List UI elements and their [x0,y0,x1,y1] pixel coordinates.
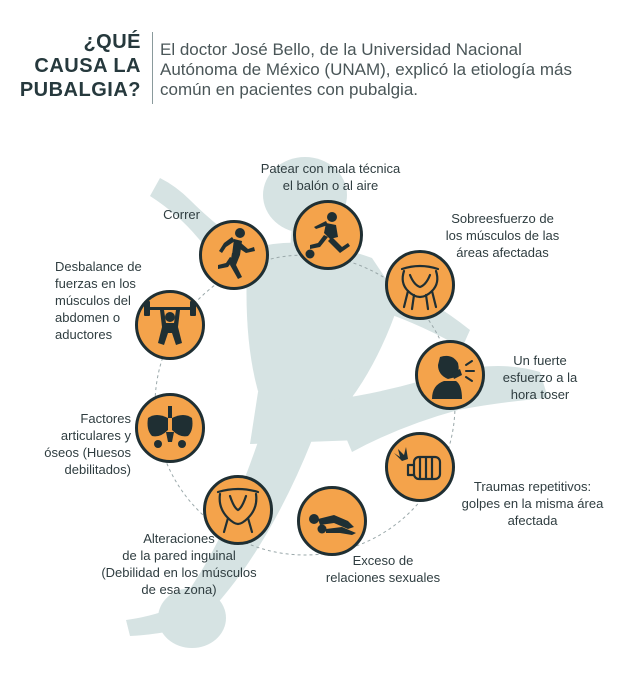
cause-joint-bone [135,393,205,463]
label-line: esfuerzo a la [502,370,578,385]
label-line: fuerzas en los [55,276,136,291]
label-line: Desbalance de [55,259,142,274]
title-line: CAUSA LA [34,55,141,77]
label-repetitive-trauma: Traumas repetitivos: golpes en la misma … [450,478,615,529]
fist-impact-icon [394,447,442,481]
cause-sexual-activity [297,486,367,556]
cause-muscle-overexertion [385,250,455,320]
intro-line: Autónoma de México (UNAM), explicó la et… [160,60,572,79]
label-inguinal-wall: Alteraciones de la pared inguinal (Debil… [94,530,264,598]
label-line: Correr [163,207,200,222]
title-line: PUBALGIA? [19,79,141,101]
label-line: abdomen o [55,310,121,325]
label-line: Alteraciones [143,531,215,546]
kicking-player-icon [305,212,350,259]
label-sexual-activity: Exceso de relaciones sexuales [318,552,448,586]
muscles-pelvis-icon [400,264,440,311]
cause-inguinal-wall [203,475,273,545]
header-divider [152,32,153,104]
label-line: de esa zona) [141,582,217,597]
intro-text: El doctor José Bello, de la Universidad … [160,40,600,100]
label-force-imbalance: Desbalance de fuerzas en los músculos de… [55,258,155,343]
label-line: golpes en la misma área [461,496,604,511]
label-running: Correr [140,206,200,223]
coughing-person-icon [432,355,475,399]
label-line: hora toser [510,387,570,402]
label-line: debilitados) [64,462,132,477]
running-person-icon [218,228,255,279]
label-line: Un fuerte [513,353,567,368]
label-line: Sobreesfuerzo de [451,211,554,226]
label-line: relaciones sexuales [325,570,441,585]
cause-cough [415,340,485,410]
label-line: Factores [80,411,131,426]
label-muscle-overexertion: Sobreesfuerzo de los músculos de las áre… [440,210,565,261]
cause-force-imbalance [135,290,205,360]
title-line: ¿QUÉ [83,31,141,53]
intro-line: El doctor José Bello, de la Universidad … [160,40,522,59]
page-title: ¿QUÉ CAUSA LA PUBALGIA? [20,30,141,102]
intro-line: común en pacientes con pubalgia. [160,80,419,99]
label-cough: Un fuerte esfuerzo a la hora toser [495,352,585,403]
label-kicking: Patear con mala técnica el balón o al ai… [258,160,403,194]
weightlifter-icon [144,301,196,345]
cause-kicking [293,200,363,270]
label-joint-bone: Factores articulares y óseos (Huesos deb… [20,410,131,478]
cause-repetitive-trauma [385,432,455,502]
label-line: Traumas repetitivos: [473,479,592,494]
label-line: articulares y [60,428,131,443]
label-line: el balón o al aire [282,178,379,193]
couple-lying-icon [309,514,356,535]
header: ¿QUÉ CAUSA LA PUBALGIA? El doctor José B… [0,0,618,120]
inguinal-wall-icon [216,487,260,534]
label-line: áreas afectadas [456,245,549,260]
label-line: afectada [507,513,558,528]
label-line: aductores [55,327,113,342]
label-line: los músculos de las [445,228,560,243]
pelvis-bone-icon [147,406,193,448]
label-line: Patear con mala técnica [260,161,401,176]
label-line: óseos (Huesos [44,445,131,460]
cause-running [199,220,269,290]
label-line: (Debilidad en los músculos [101,565,257,580]
label-line: de la pared inguinal [122,548,236,563]
label-line: Exceso de [352,553,414,568]
label-line: músculos del [55,293,131,308]
